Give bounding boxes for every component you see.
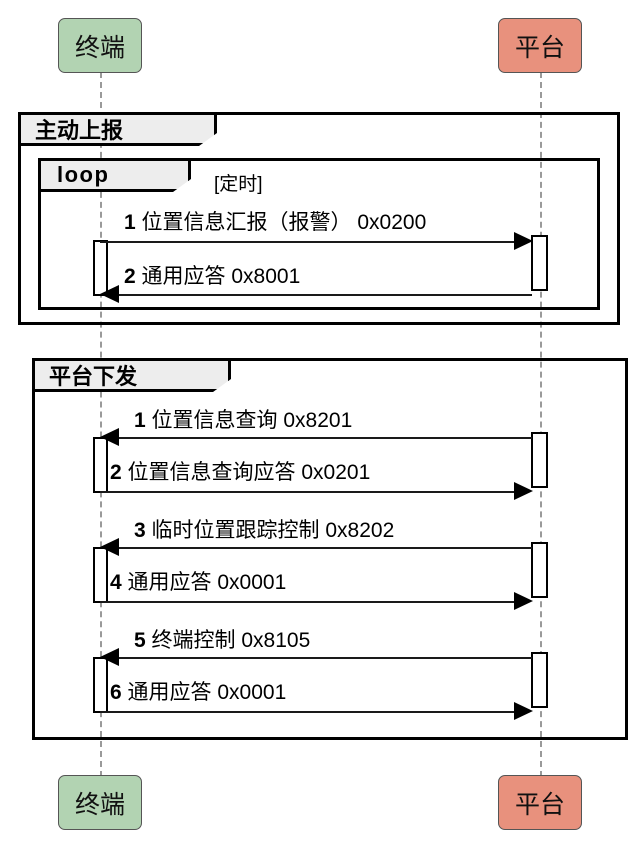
message-seq-pd-6: 6 <box>110 681 122 704</box>
message-label-pd-2: 2 位置信息查询应答 0x0201 <box>110 456 370 486</box>
message-seq-pd-3: 3 <box>134 519 146 542</box>
message-seq-pd-5: 5 <box>134 629 146 652</box>
message-line-pd-3 <box>112 547 532 549</box>
message-arrowhead-pd-5 <box>100 648 119 666</box>
fragment-loop-guard-text: [定时] <box>214 174 263 195</box>
fragment-platform-dispatch-label-text: 平台下发 <box>49 364 138 389</box>
participant-platform-top[interactable]: 平台 <box>498 18 582 73</box>
activation-platform-pd-2 <box>531 542 548 598</box>
message-arrowhead-ar-2 <box>100 285 119 303</box>
message-seq-pd-1: 1 <box>134 409 146 432</box>
participant-platform-bottom-label: 平台 <box>514 790 565 819</box>
fragment-loop-label: loop <box>41 161 191 192</box>
fragment-active-report[interactable]: 主动上报 <box>18 112 620 325</box>
participant-terminal-top[interactable]: 终端 <box>58 18 142 73</box>
message-label-pd-6: 6 通用应答 0x0001 <box>110 676 286 706</box>
message-text-ar-1: 位置信息汇报（报警） 0x0200 <box>141 211 427 234</box>
message-label-ar-2: 2 通用应答 0x8001 <box>124 260 300 290</box>
message-arrowhead-pd-1 <box>100 428 119 446</box>
message-line-pd-5 <box>112 657 532 659</box>
participant-terminal-bottom-label: 终端 <box>74 790 125 819</box>
lifeline-platform <box>540 72 542 777</box>
message-seq-ar-2: 2 <box>124 265 136 288</box>
fragment-loop-guard: [定时] <box>214 169 263 196</box>
activation-platform-loop <box>531 235 548 291</box>
message-text-pd-4: 通用应答 0x0001 <box>127 571 287 594</box>
message-arrowhead-pd-3 <box>100 538 119 556</box>
fragment-platform-dispatch[interactable]: 平台下发 <box>32 358 628 740</box>
message-seq-ar-1: 1 <box>124 211 136 234</box>
message-text-pd-2: 位置信息查询应答 0x0201 <box>127 461 371 484</box>
lifeline-terminal <box>100 72 102 777</box>
message-label-ar-1: 1 位置信息汇报（报警） 0x0200 <box>124 206 426 236</box>
message-line-ar-1 <box>100 241 525 243</box>
message-seq-pd-4: 4 <box>110 571 122 594</box>
activation-platform-pd-3 <box>531 652 548 708</box>
message-line-pd-1 <box>112 437 532 439</box>
activation-platform-pd-1 <box>531 432 548 488</box>
message-text-pd-6: 通用应答 0x0001 <box>127 681 287 704</box>
message-line-pd-6 <box>100 711 525 713</box>
message-label-pd-1: 1 位置信息查询 0x8201 <box>134 404 352 434</box>
message-label-pd-5: 5 终端控制 0x8105 <box>134 624 310 654</box>
fragment-active-report-label-text: 主动上报 <box>35 118 124 143</box>
message-label-pd-4: 4 通用应答 0x0001 <box>110 566 286 596</box>
message-arrowhead-pd-6 <box>514 702 533 720</box>
participant-platform-top-label: 平台 <box>514 33 565 62</box>
message-line-ar-2 <box>112 294 532 296</box>
fragment-active-report-label: 主动上报 <box>21 115 217 146</box>
message-text-pd-1: 位置信息查询 0x8201 <box>151 409 353 432</box>
message-text-ar-2: 通用应答 0x8001 <box>141 265 301 288</box>
participant-terminal-top-label: 终端 <box>74 33 125 62</box>
participant-platform-bottom[interactable]: 平台 <box>498 775 582 830</box>
message-arrowhead-pd-2 <box>514 482 533 500</box>
participant-terminal-bottom[interactable]: 终端 <box>58 775 142 830</box>
message-arrowhead-ar-1 <box>514 232 533 250</box>
fragment-loop[interactable]: loop <box>38 158 600 310</box>
message-text-pd-3: 临时位置跟踪控制 0x8202 <box>151 519 395 542</box>
message-line-pd-4 <box>100 601 525 603</box>
message-label-pd-3: 3 临时位置跟踪控制 0x8202 <box>134 514 394 544</box>
message-text-pd-5: 终端控制 0x8105 <box>151 629 311 652</box>
message-arrowhead-pd-4 <box>514 592 533 610</box>
fragment-platform-dispatch-label: 平台下发 <box>35 361 231 392</box>
message-line-pd-2 <box>100 491 525 493</box>
message-seq-pd-2: 2 <box>110 461 122 484</box>
fragment-loop-label-text: loop <box>57 162 110 187</box>
